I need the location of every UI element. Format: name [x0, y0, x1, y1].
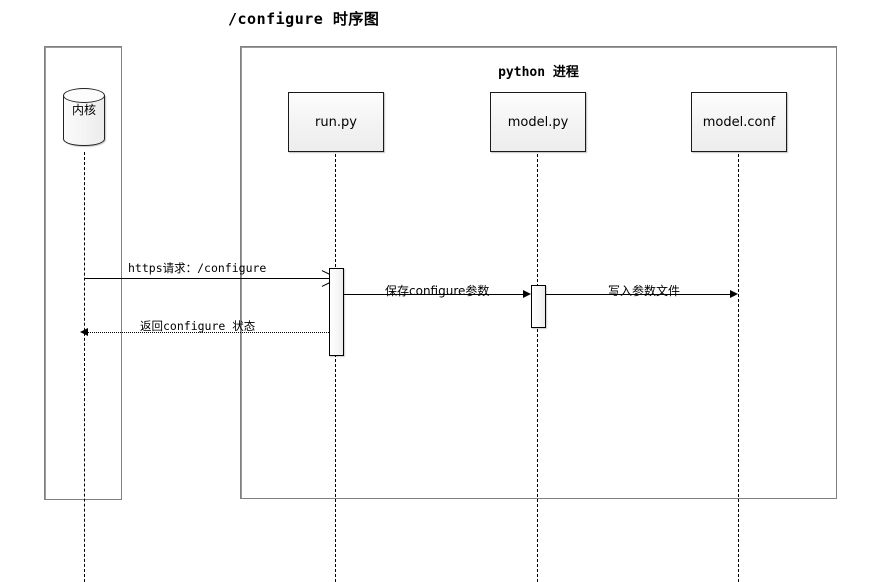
message-label-https-request: https请求：/configure: [128, 261, 267, 275]
message-line-write-file: [545, 294, 730, 295]
message-arrowhead-save-params: [523, 290, 531, 298]
participant-model-conf[interactable]: model.conf: [691, 92, 787, 152]
message-label-write-file: 写入参数文件: [608, 284, 681, 298]
message-arrowhead-return-status: [80, 328, 88, 336]
cylinder-top-icon: [63, 88, 105, 103]
activation-run-py: [329, 268, 344, 356]
diagram-title: /configure 时序图: [228, 10, 380, 28]
message-line-save-params: [343, 294, 524, 295]
message-line-https-request: [84, 278, 329, 279]
message-arrowhead-https-request: [321, 274, 329, 283]
lifeline-kernel: [84, 152, 85, 582]
participant-run-py-label: run.py: [315, 114, 357, 130]
message-line-return-status: [88, 332, 329, 333]
message-arrowhead-write-file: [730, 290, 738, 298]
activation-model-py: [531, 285, 546, 328]
participant-kernel-label: 内核: [71, 103, 96, 117]
participant-model-py[interactable]: model.py: [490, 92, 586, 152]
message-label-save-params: 保存configure参数: [385, 284, 490, 298]
participant-model-py-label: model.py: [507, 114, 569, 130]
lifeline-run: [335, 149, 336, 582]
participant-kernel[interactable]: 内核: [63, 88, 105, 152]
participant-model-conf-label: model.conf: [702, 114, 776, 130]
lifeline-model: [537, 149, 538, 582]
message-label-return-status: 返回configure 状态: [140, 319, 256, 333]
cylinder-body-icon: [63, 95, 105, 146]
participant-run-py[interactable]: run.py: [288, 92, 384, 152]
lifeline-conf: [738, 149, 739, 582]
frame-python-label: python 进程: [498, 65, 579, 80]
